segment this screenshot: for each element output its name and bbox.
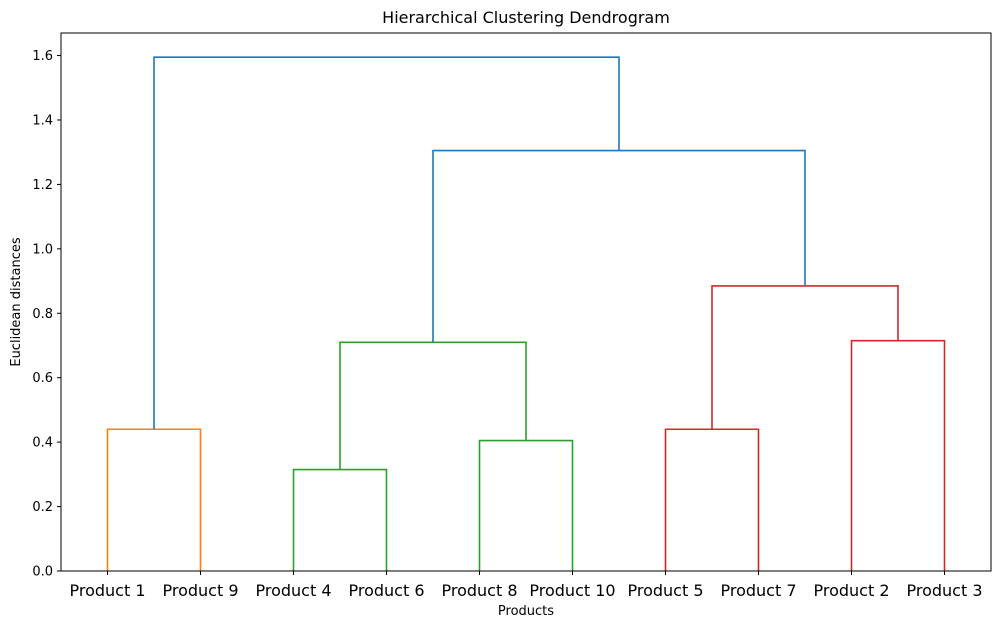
dendrogram-link: [339, 341, 527, 470]
dendrogram-link: [711, 285, 899, 430]
dendrogram-link: [106, 428, 202, 571]
x-axis-label: Products: [498, 604, 554, 619]
leaf-label: Product 2: [813, 581, 889, 600]
dendrogram-links: [106, 56, 946, 571]
leaf-label: Product 5: [627, 581, 703, 600]
leaf-label: Product 3: [906, 581, 982, 600]
leaf-label: Product 8: [441, 581, 517, 600]
y-tick-label: 1.4: [32, 113, 53, 128]
plot-frame: [60, 32, 992, 572]
y-tick-label: 1.2: [32, 178, 53, 193]
dendrogram-link: [850, 339, 946, 571]
leaf-label: Product 10: [529, 581, 615, 600]
leaf-label: Product 7: [720, 581, 796, 600]
dendrogram-link: [292, 468, 388, 571]
y-axis-label: Euclidean distances: [9, 237, 24, 366]
dendrogram-link: [432, 149, 806, 343]
y-axis-ticks: 0.0 0.2 0.4 0.6 0.8 1.0 1.2 1.4 1.6: [32, 49, 61, 580]
y-tick-label: 0.6: [32, 371, 53, 386]
leaf-label: Product 9: [162, 581, 238, 600]
dendrogram-link: [153, 56, 620, 430]
y-tick-label: 0.0: [32, 565, 53, 580]
y-tick-label: 0.4: [32, 436, 53, 451]
dendrogram-link: [478, 439, 574, 571]
y-tick-label: 0.2: [32, 500, 53, 515]
y-tick-label: 0.8: [32, 307, 53, 322]
x-axis-ticks: Product 1 Product 9 Product 4 Product 6 Prod…: [69, 571, 983, 600]
leaf-label: Product 4: [255, 581, 331, 600]
leaf-label: Product 6: [348, 581, 424, 600]
y-tick-label: 1.6: [32, 49, 53, 64]
chart-title: Hierarchical Clustering Dendrogram: [382, 8, 670, 27]
dendrogram-link: [664, 428, 760, 571]
y-tick-label: 1.0: [32, 242, 53, 257]
leaf-label: Product 1: [69, 581, 145, 600]
